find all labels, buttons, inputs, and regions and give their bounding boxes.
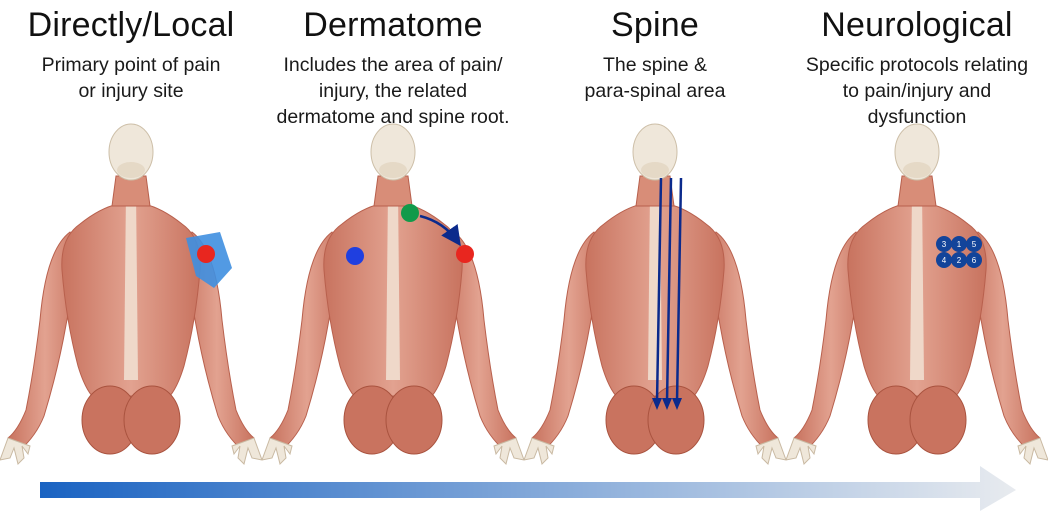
neuro-point-label: 6 [972, 256, 977, 265]
body-back-figure [262, 120, 524, 465]
panel-title: Directly/Local [0, 6, 262, 45]
desc-line: or injury site [0, 78, 262, 104]
neuro-point-label: 3 [942, 240, 947, 249]
desc-line: The spine & [524, 52, 786, 78]
desc-line: Includes the area of pain/ [262, 52, 524, 78]
dermatome-dot [346, 247, 364, 265]
desc-line: Primary point of pain [0, 52, 262, 78]
neuro-point-label: 2 [957, 256, 962, 265]
desc-line: injury, the related [262, 78, 524, 104]
panel-title: Dermatome [262, 6, 524, 45]
neuro-point-label: 4 [942, 256, 947, 265]
panel-spine: Spine The spine & para-spinal area [524, 0, 786, 511]
progression-arrow [0, 456, 1051, 511]
panel-description: Primary point of pain or injury site [0, 52, 262, 104]
muscle-figure [524, 120, 786, 465]
body-back-figure [0, 120, 262, 465]
desc-line: Specific protocols relating [786, 52, 1048, 78]
muscle-figure: 3 1 5 4 2 6 [786, 120, 1048, 465]
panel-neurological: Neurological Specific protocols relating… [786, 0, 1048, 511]
panel-title: Spine [524, 6, 786, 45]
neuro-point-label: 1 [957, 240, 962, 249]
body-back-figure [524, 120, 786, 465]
pain-point-dot [456, 245, 474, 263]
pain-point-dot [197, 245, 215, 263]
gradient-arrow-icon [0, 456, 1051, 511]
panel-dermatome: Dermatome Includes the area of pain/ inj… [262, 0, 524, 511]
muscle-figure [0, 120, 262, 465]
panel-title: Neurological [786, 6, 1048, 45]
panel-description: Specific protocols relating to pain/inju… [786, 52, 1048, 130]
panel-description: Includes the area of pain/ injury, the r… [262, 52, 524, 130]
neuro-point-label: 5 [972, 240, 977, 249]
body-back-figure: 3 1 5 4 2 6 [786, 120, 1048, 465]
desc-line: to pain/injury and [786, 78, 1048, 104]
panel-directly-local: Directly/Local Primary point of pain or … [0, 0, 262, 511]
muscle-figure [262, 120, 524, 465]
desc-line: para-spinal area [524, 78, 786, 104]
spine-root-dot [401, 204, 419, 222]
panel-description: The spine & para-spinal area [524, 52, 786, 104]
